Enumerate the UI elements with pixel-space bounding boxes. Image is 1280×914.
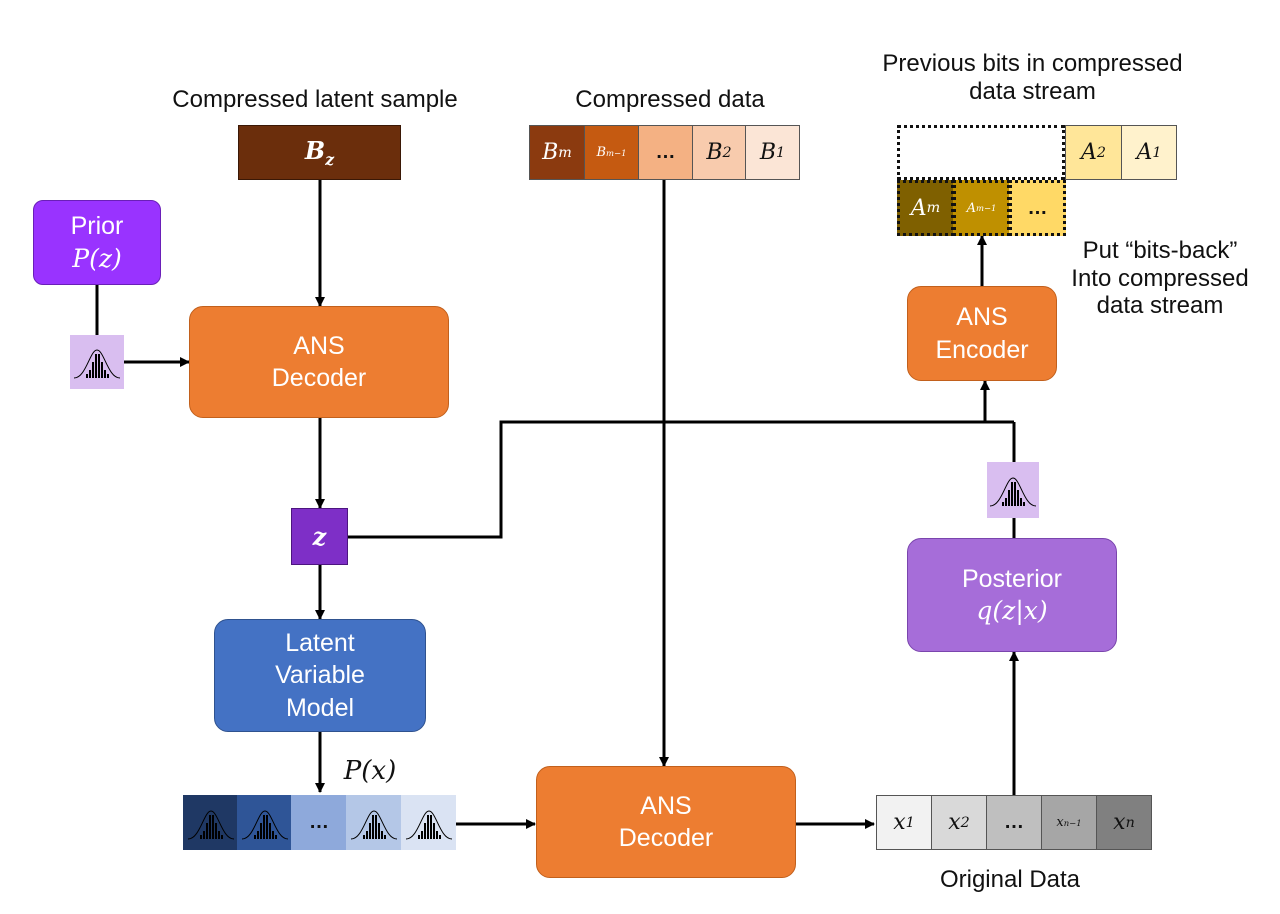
prior-title: Prior (70, 212, 124, 240)
ans-decoder-top-line2: Decoder (271, 364, 367, 392)
put-bits-back-line3: data stream (1096, 292, 1224, 320)
distribution-icon (241, 809, 288, 839)
prior-block: Prior P(z) (33, 200, 161, 285)
compressed-data-label: Compressed data (575, 86, 765, 113)
posterior-formula: q(z|x) (976, 596, 1048, 625)
posterior-distribution-icon (987, 462, 1039, 518)
ans-encoder: ANS Encoder (907, 286, 1057, 381)
latent-model-line2: Variable (275, 661, 365, 690)
ans-decoder-bottom: ANS Decoder (536, 766, 796, 878)
line-z-to-encoder (348, 420, 985, 539)
empty-stream-slot (897, 125, 1065, 180)
bits-back-cell-ellipsis: … (1009, 180, 1066, 236)
distribution-cell-2 (237, 795, 292, 850)
previous-bits-line1: Previous bits in compressed (882, 50, 1183, 77)
ans-encoder-line1: ANS (956, 303, 1008, 331)
put-bits-back-line1: Put “bits-back” (1082, 237, 1238, 264)
latent-model-line1: Latent (285, 628, 355, 657)
distribution-icon (405, 809, 452, 839)
original-data-label: Original Data (939, 866, 1081, 893)
put-bits-back-line2: Into compressed (1071, 264, 1249, 292)
distribution-cell-4 (346, 795, 402, 850)
original-data-cell-ellipsis: … (986, 795, 1042, 850)
put-bits-back-label: Put “bits-back” Into compressed data str… (1060, 237, 1260, 320)
latent-model-line3: Model (285, 693, 355, 722)
ans-encoder-line2: Encoder (935, 335, 1029, 364)
distribution-cell-5 (401, 795, 456, 850)
prior-distribution-icon (70, 335, 124, 389)
compressed-data-cell-ellipsis: … (638, 125, 693, 180)
distribution-cell-ellipsis: … (291, 795, 347, 850)
distribution-icon (350, 809, 398, 839)
ans-decoder-top: ANS Decoder (189, 306, 449, 418)
latent-variable-model-block: Latent Variable Model (214, 619, 426, 732)
ans-decoder-bottom-line2: Decoder (618, 824, 714, 852)
posterior-title: Posterior (961, 564, 1063, 593)
bz-symbol: Bz (304, 135, 335, 169)
previous-bits-label: Previous bits in compressed data stream (860, 50, 1205, 105)
compressed-latent-block: Bz (238, 125, 401, 180)
distribution-icon (187, 809, 234, 839)
p-x-label: P(x) (343, 756, 397, 786)
prior-formula: P(z) (72, 243, 122, 273)
previous-bits-line2: data stream (969, 77, 1096, 105)
latent-z-node: z (291, 508, 348, 565)
posterior-block: Posterior q(z|x) (907, 538, 1117, 652)
ans-decoder-bottom-line1: ANS (640, 791, 692, 820)
distribution-cell-1 (183, 795, 238, 850)
compressed-latent-sample-label: Compressed latent sample (172, 86, 458, 113)
latent-z-symbol: z (312, 521, 327, 551)
ans-decoder-top-line1: ANS (293, 331, 345, 360)
